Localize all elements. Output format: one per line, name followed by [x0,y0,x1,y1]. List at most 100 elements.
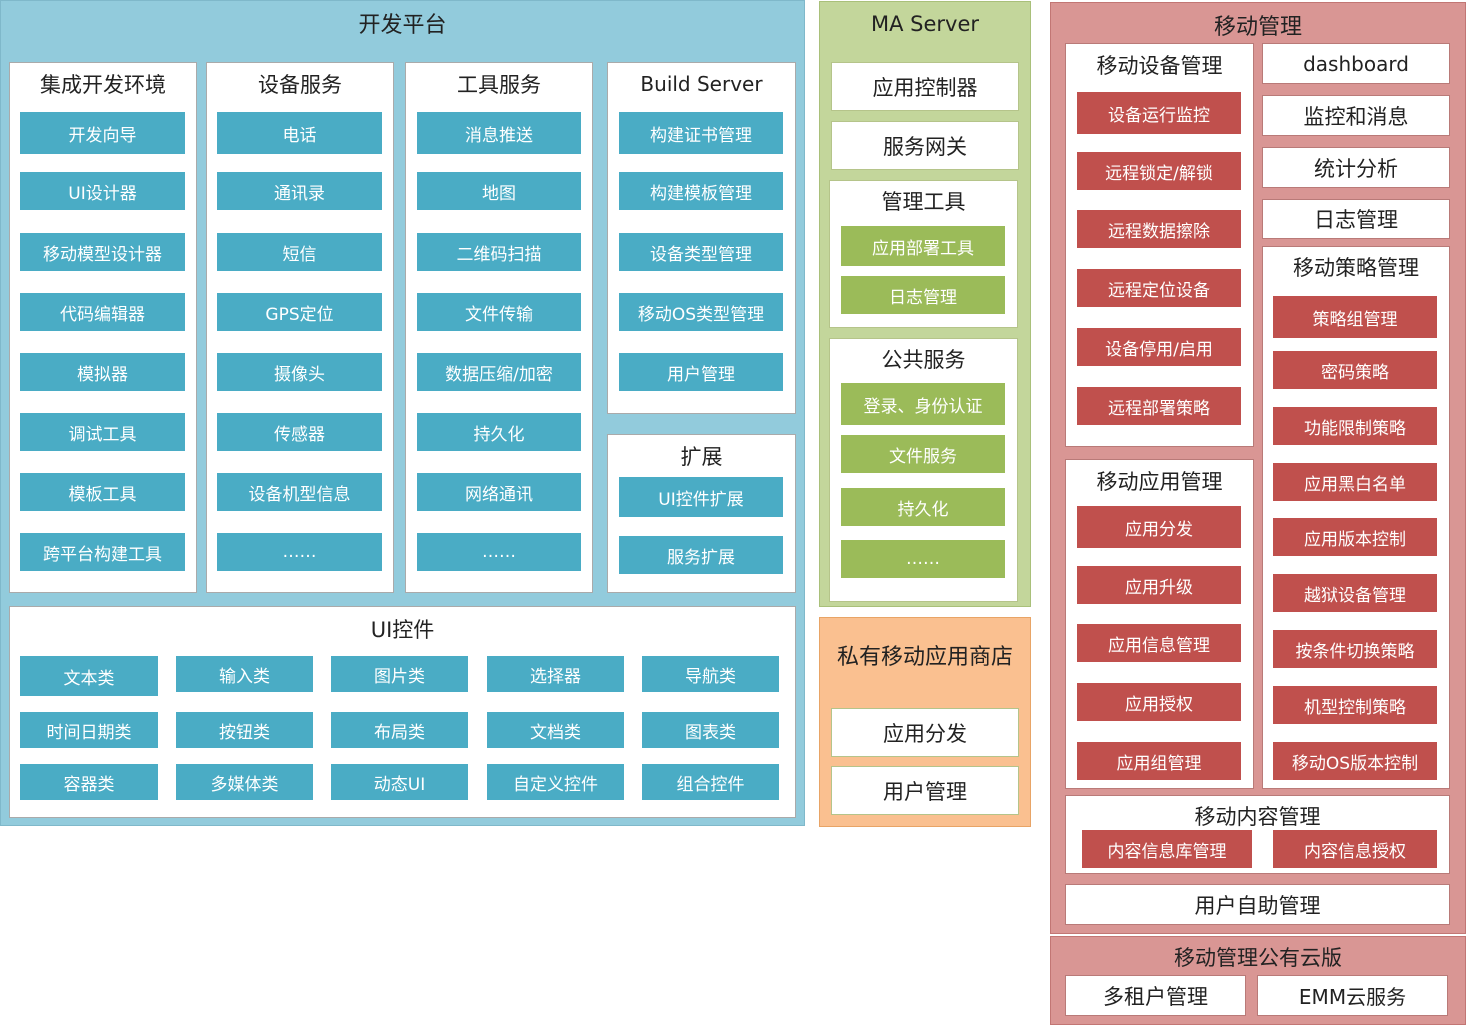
device-service-item[interactable]: 设备机型信息 [217,473,382,511]
ui-control-item[interactable]: 输入类 [176,656,313,692]
ui-control-item[interactable]: 图表类 [642,712,779,748]
mgmt-tool-item[interactable]: 日志管理 [841,276,1005,314]
build-server-item[interactable]: 用户管理 [619,353,783,391]
ide-item[interactable]: 调试工具 [20,413,185,451]
device-services-title: 设备服务 [258,73,342,97]
device-service-item[interactable]: …… [217,533,382,571]
tool-service-item[interactable]: …… [417,533,581,571]
ide-item[interactable]: 移动模型设计器 [20,233,185,271]
public-cloud-title: 移动管理公有云版 [1174,946,1342,970]
policy-mgmt-title: 移动策略管理 [1293,256,1419,280]
service-gateway-box[interactable]: 服务网关 [831,121,1019,170]
mgmt-tools-title: 管理工具 [881,190,966,214]
tool-service-item[interactable]: 网络通讯 [417,473,581,511]
device-service-item[interactable]: 短信 [217,233,382,271]
tool-service-item[interactable]: 持久化 [417,413,581,451]
device-mgmt-item[interactable]: 远程数据擦除 [1077,210,1241,248]
ui-control-item[interactable]: 容器类 [20,764,158,800]
device-service-item[interactable]: 传感器 [217,413,382,451]
policy-item[interactable]: 策略组管理 [1273,296,1437,338]
tool-service-item[interactable]: 地图 [417,172,581,210]
device-mgmt-item[interactable]: 设备停用/启用 [1077,328,1241,366]
build-server-item[interactable]: 设备类型管理 [619,233,783,271]
private-store-title: 私有移动应用商店 [836,644,1013,670]
ide-title: 集成开发环境 [40,73,166,97]
dashboard-box[interactable]: dashboard [1262,43,1450,84]
ide-item[interactable]: 跨平台构建工具 [20,533,185,571]
app-mgmt-item[interactable]: 应用分发 [1077,506,1241,548]
ui-control-item[interactable]: 自定义控件 [487,764,624,800]
ui-control-item[interactable]: 动态UI [331,764,468,800]
content-mgmt-item[interactable]: 内容信息授权 [1273,830,1437,868]
tool-service-item[interactable]: 文件传输 [417,293,581,331]
device-service-item[interactable]: 摄像头 [217,353,382,391]
policy-item[interactable]: 越狱设备管理 [1273,574,1437,612]
policy-item[interactable]: 机型控制策略 [1273,686,1437,724]
log-mgmt-box[interactable]: 日志管理 [1262,199,1450,239]
ide-item[interactable]: 代码编辑器 [20,293,185,331]
device-mgmt-item[interactable]: 远程部署策略 [1077,387,1241,425]
content-mgmt-item[interactable]: 内容信息库管理 [1082,830,1252,868]
app-controller-box[interactable]: 应用控制器 [831,62,1019,111]
ide-item[interactable]: 模板工具 [20,473,185,511]
ui-control-item[interactable]: 布局类 [331,712,468,748]
ui-control-item[interactable]: 按钮类 [176,712,313,748]
build-server-item[interactable]: 构建证书管理 [619,112,783,154]
ui-controls-title: UI控件 [370,618,435,642]
tool-service-item[interactable]: 二维码扫描 [417,233,581,271]
policy-item[interactable]: 按条件切换策略 [1273,630,1437,668]
ui-control-item[interactable]: 组合控件 [642,764,779,800]
app-mgmt-title: 移动应用管理 [1096,470,1223,494]
store-item[interactable]: 应用分发 [831,708,1019,757]
ide-item[interactable]: UI设计器 [20,172,185,210]
build-server-item[interactable]: 移动OS类型管理 [619,293,783,331]
device-mgmt-item[interactable]: 远程定位设备 [1077,269,1241,307]
ui-control-item[interactable]: 图片类 [331,656,468,692]
ui-control-item[interactable]: 选择器 [487,656,624,692]
device-mgmt-item[interactable]: 设备运行监控 [1077,92,1241,134]
ui-control-item[interactable]: 文本类 [20,656,158,696]
policy-item[interactable]: 功能限制策略 [1273,407,1437,445]
build-server-title: Build Server [640,72,763,96]
device-service-item[interactable]: GPS定位 [217,293,382,331]
device-mgmt-item[interactable]: 远程锁定/解锁 [1077,152,1241,190]
policy-item[interactable]: 密码策略 [1273,351,1437,389]
extension-item[interactable]: 服务扩展 [619,536,783,574]
build-server-item[interactable]: 构建模板管理 [619,172,783,210]
tool-service-item[interactable]: 消息推送 [417,112,581,154]
ide-item[interactable]: 模拟器 [20,353,185,391]
tool-service-item[interactable]: 数据压缩/加密 [417,353,581,391]
statistics-box[interactable]: 统计分析 [1262,147,1450,188]
app-mgmt-item[interactable]: 应用升级 [1077,566,1241,604]
cloud-item[interactable]: EMM云服务 [1257,975,1448,1016]
app-mgmt-item[interactable]: 应用授权 [1077,683,1241,721]
content-mgmt-title: 移动内容管理 [1194,805,1321,829]
tool-services-title: 工具服务 [457,73,541,97]
device-mgmt-title: 移动设备管理 [1096,54,1223,78]
ui-control-item[interactable]: 多媒体类 [176,764,313,800]
ui-control-item[interactable]: 导航类 [642,656,779,692]
device-service-item[interactable]: 通讯录 [217,172,382,210]
policy-item[interactable]: 移动OS版本控制 [1273,742,1437,780]
extension-item[interactable]: UI控件扩展 [619,477,783,517]
policy-item[interactable]: 应用版本控制 [1273,518,1437,556]
public-service-item[interactable]: …… [841,540,1005,578]
app-mgmt-item[interactable]: 应用信息管理 [1077,624,1241,662]
public-service-item[interactable]: 文件服务 [841,435,1005,473]
public-service-item[interactable]: 登录、身份认证 [841,383,1005,425]
cloud-item[interactable]: 多租户管理 [1065,975,1246,1016]
app-mgmt-item[interactable]: 应用组管理 [1077,742,1241,780]
store-item[interactable]: 用户管理 [831,766,1019,815]
extension-title: 扩展 [680,445,723,469]
public-services-title: 公共服务 [881,348,966,372]
self-service-box[interactable]: 用户自助管理 [1065,884,1450,925]
dev-platform-title: 开发平台 [358,13,447,38]
ide-item[interactable]: 开发向导 [20,112,185,154]
public-service-item[interactable]: 持久化 [841,488,1005,526]
monitor-message-box[interactable]: 监控和消息 [1262,95,1450,136]
mgmt-tool-item[interactable]: 应用部署工具 [841,226,1005,266]
policy-item[interactable]: 应用黑白名单 [1273,463,1437,501]
ui-control-item[interactable]: 文档类 [487,712,624,748]
device-service-item[interactable]: 电话 [217,112,382,154]
ui-control-item[interactable]: 时间日期类 [20,712,158,748]
